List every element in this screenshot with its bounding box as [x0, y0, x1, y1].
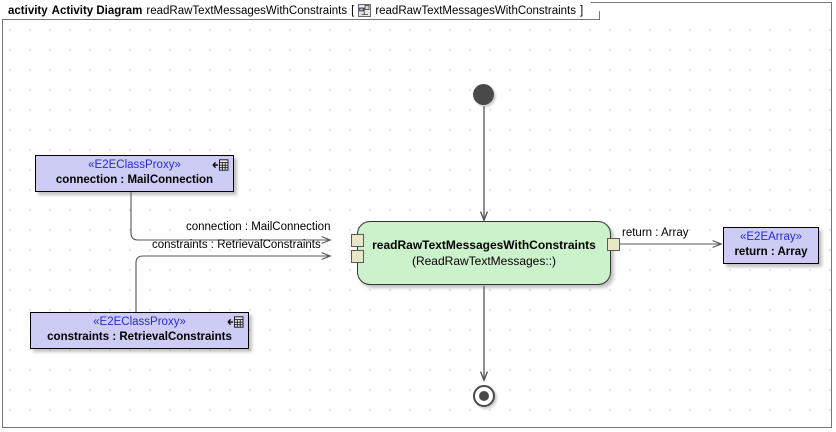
- constraints-input-pin[interactable]: [351, 250, 364, 263]
- object-node-constraints-stereotype: «E2EClassProxy»: [93, 316, 186, 328]
- diagram-frame-header: activity Activity Diagram readRawTextMes…: [2, 2, 600, 20]
- class-proxy-icon: [227, 316, 244, 328]
- initial-node[interactable]: [473, 84, 494, 105]
- frame-diagram-name: readRawTextMessagesWithConstraints: [146, 4, 348, 17]
- frame-type-label: Activity Diagram: [51, 4, 143, 17]
- action-node-readRawTextMessagesWithConstraints[interactable]: readRawTextMessagesWithConstraints (Read…: [357, 221, 611, 285]
- object-node-return[interactable]: «E2EArray» return : Array: [723, 227, 819, 264]
- edge-label-constraints: constraints : RetrievalConstraints: [152, 239, 321, 251]
- connection-input-pin[interactable]: [351, 234, 364, 247]
- object-node-constraints-stereotype-row: «E2EClassProxy»: [35, 315, 244, 330]
- return-output-pin[interactable]: [607, 238, 620, 251]
- object-node-constraints-label: constraints : RetrievalConstraints: [47, 331, 232, 343]
- diagram-frame: [2, 2, 832, 428]
- edge-label-connection: connection : MailConnection: [186, 221, 331, 233]
- object-node-return-stereotype-row: «E2EArray»: [728, 230, 814, 245]
- frame-bracket-open: [: [351, 4, 355, 17]
- object-node-connection[interactable]: «E2EClassProxy» connection : MailConnect…: [35, 155, 234, 192]
- activity-diagram-icon: [358, 4, 371, 17]
- activity-final-node[interactable]: [473, 385, 495, 407]
- object-node-connection-stereotype-row: «E2EClassProxy»: [40, 158, 229, 173]
- object-node-connection-label: connection : MailConnection: [55, 174, 214, 186]
- object-node-return-label: return : Array: [734, 246, 808, 258]
- frame-reference-name: readRawTextMessagesWithConstraints: [375, 4, 577, 17]
- action-node-subtitle: (ReadRawTextMessages::): [411, 254, 557, 268]
- edge-label-return: return : Array: [622, 227, 689, 239]
- class-proxy-icon: [212, 159, 229, 171]
- object-node-connection-stereotype: «E2EClassProxy»: [88, 159, 181, 171]
- object-node-constraints[interactable]: «E2EClassProxy» constraints : RetrievalC…: [30, 312, 249, 349]
- object-node-return-stereotype: «E2EArray»: [739, 231, 802, 243]
- action-node-title: readRawTextMessagesWithConstraints: [372, 238, 596, 252]
- activity-final-node-inner: [479, 391, 489, 401]
- frame-bracket-close: ]: [580, 4, 584, 17]
- frame-kind-label: activity: [8, 4, 48, 17]
